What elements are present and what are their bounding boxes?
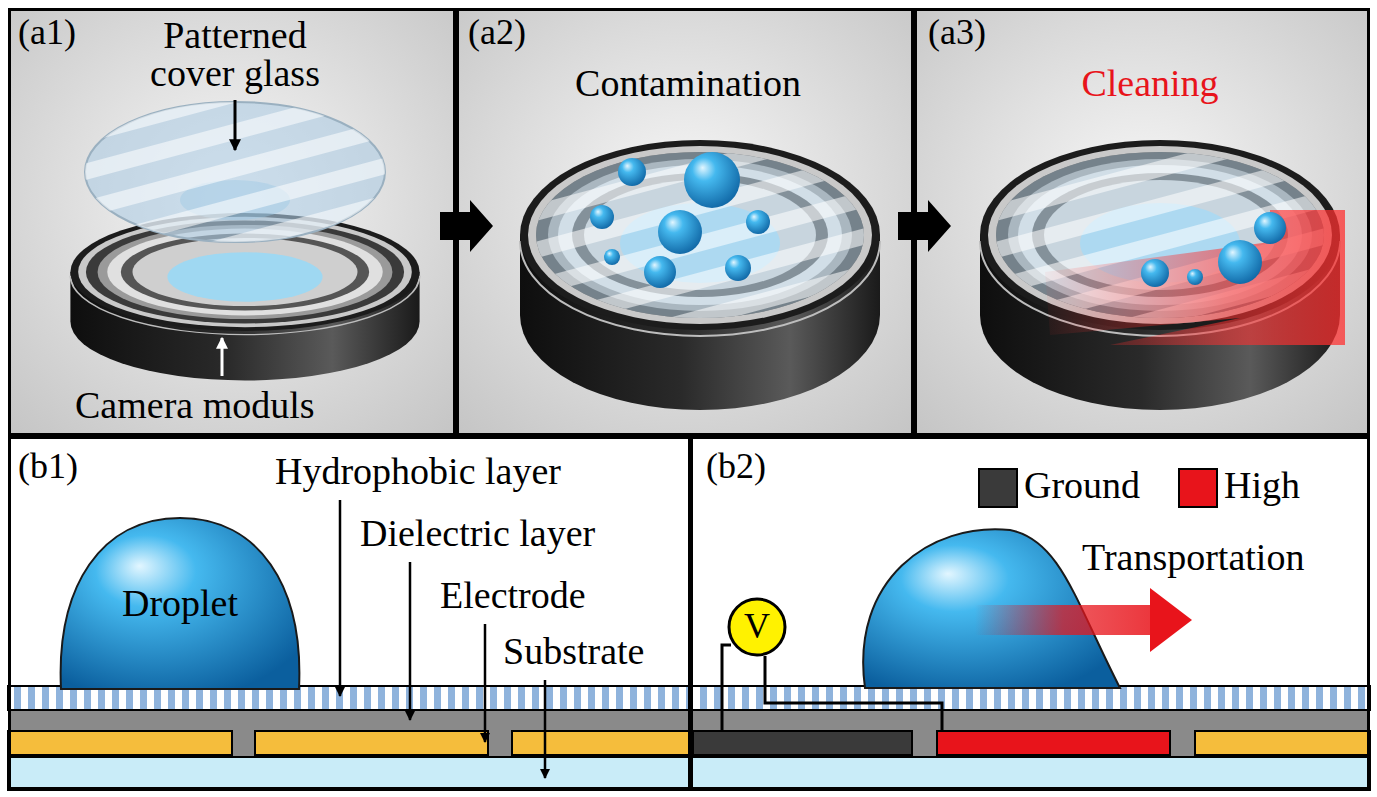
legend-swatch (978, 468, 1018, 508)
motion-label: Transportation (1082, 536, 1304, 580)
layer-label: Electrode (440, 574, 586, 618)
panel-label: (a1) (18, 12, 76, 53)
voltage-symbol: V (744, 606, 770, 647)
panel-label: (a2) (468, 12, 526, 53)
step-label: Contamination (575, 62, 801, 106)
voltage-source: V (727, 597, 787, 657)
layer-label: Substrate (503, 630, 644, 674)
layer-label: Hydrophobic layer (275, 450, 561, 494)
step-label: Cleaning (1081, 62, 1218, 106)
panel-label: (b1) (18, 446, 78, 487)
layer-label: Dielectric layer (360, 512, 595, 556)
part-label: Patterned cover glass (120, 16, 350, 92)
legend-swatch (1178, 468, 1218, 508)
droplet-label: Droplet (122, 582, 238, 626)
legend-text: High (1224, 464, 1300, 508)
panel: (a2) Contamination (456, 8, 914, 436)
panel: (b1) Hydrophobic layerDielectric layerEle… (8, 436, 691, 790)
panel: (a1) Patterned cover glassCamera moduls (8, 8, 456, 436)
droplet: Droplet (58, 515, 302, 690)
legend-text: Ground (1024, 464, 1140, 508)
panel-label: (b2) (706, 446, 766, 487)
part-label: Camera moduls (75, 384, 315, 428)
panel: (a3) Cleaning (914, 8, 1370, 436)
panel-label: (a3) (928, 12, 986, 53)
